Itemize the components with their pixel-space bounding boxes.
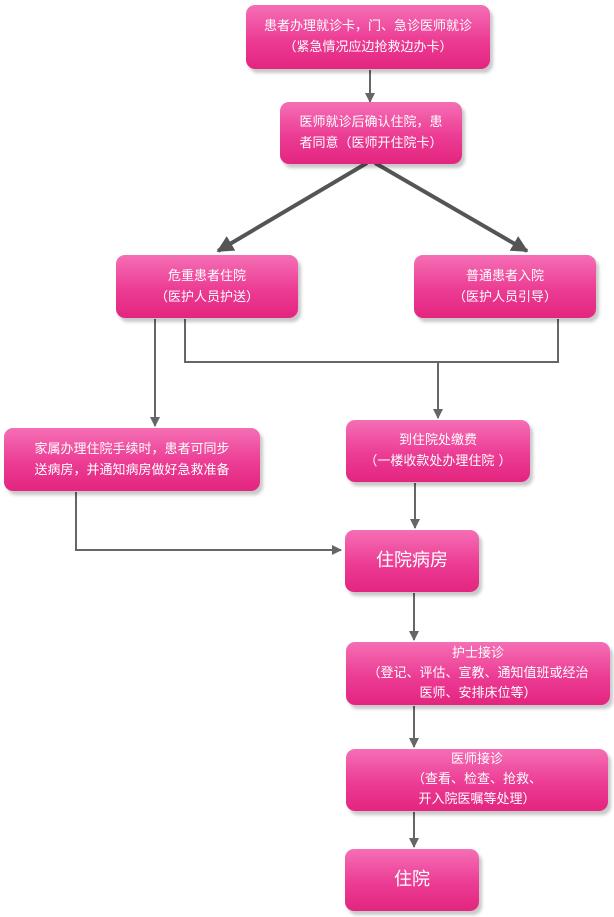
node-ward-label: 住院病房: [376, 550, 448, 571]
node-nurse: 护士接诊 （登记、评估、宣教、通知值班或经治 医师、安排床位等）: [346, 642, 610, 705]
node-confirm-line-1: 医师就诊后确认住院，患: [299, 115, 443, 130]
node-family-line-2: 送病房，并通知病房做好急救准备: [34, 462, 230, 478]
node-register-line-1: 患者办理就诊卡，门、急诊医师就诊: [263, 19, 472, 34]
node-doctor: 医师接诊 （查看、检查、抢救、 开入院医嘱等处理）: [346, 749, 608, 811]
node-family: 家属办理住院手续时，患者可同步 送病房，并通知病房做好急救准备: [4, 428, 260, 491]
node-nurse-line-3: 医师、安排床位等）: [419, 685, 537, 701]
node-normal: 普通患者入院 （医护人员引导）: [414, 255, 596, 318]
arrow-confirm-to-normal: [373, 161, 529, 253]
node-register: 患者办理就诊卡，门、急诊医师就诊 （紧急情况应边抢救边办卡）: [246, 5, 490, 69]
node-payment: 到住院处缴费 （一楼收款处办理住院 ）: [346, 420, 530, 482]
arrow-family-to-ward: [75, 492, 342, 555]
node-doctor-line-3: 开入院医嘱等处理）: [418, 792, 536, 807]
node-normal-line-2: （医护人员引导）: [452, 289, 557, 305]
node-ward: 住院病房: [345, 530, 479, 592]
node-critical-line-1: 危重患者住院: [167, 268, 246, 284]
node-final: 住院: [345, 849, 479, 911]
node-payment-line-2: （一楼收款处办理住院 ）: [364, 454, 512, 469]
arrow-confirm-to-critical: [216, 161, 369, 253]
node-doctor-line-1: 医师接诊: [450, 752, 503, 767]
node-nurse-line-2: （登记、评估、宣教、通知值班或经治: [367, 665, 589, 681]
node-payment-line-1: 到住院处缴费: [398, 433, 477, 448]
node-register-line-2: （紧急情况应边抢救边办卡）: [283, 40, 453, 55]
node-family-line-1: 家属办理住院手续时，患者可同步: [34, 441, 230, 457]
node-confirm-line-2: 者同意（医师开住院卡）: [299, 136, 443, 151]
node-critical: 危重患者住院 （医护人员护送）: [116, 255, 298, 318]
node-confirm: 医师就诊后确认住院，患 者同意（医师开住院卡）: [280, 102, 462, 164]
node-nurse-line-1: 护士接诊: [451, 645, 504, 661]
connector-critical-normal-bracket: [184, 319, 559, 363]
node-normal-line-1: 普通患者入院: [465, 268, 544, 284]
node-critical-line-2: （医护人员护送）: [154, 289, 259, 305]
node-final-label: 住院: [394, 869, 430, 890]
node-doctor-line-2: （查看、检查、抢救、: [411, 772, 542, 787]
